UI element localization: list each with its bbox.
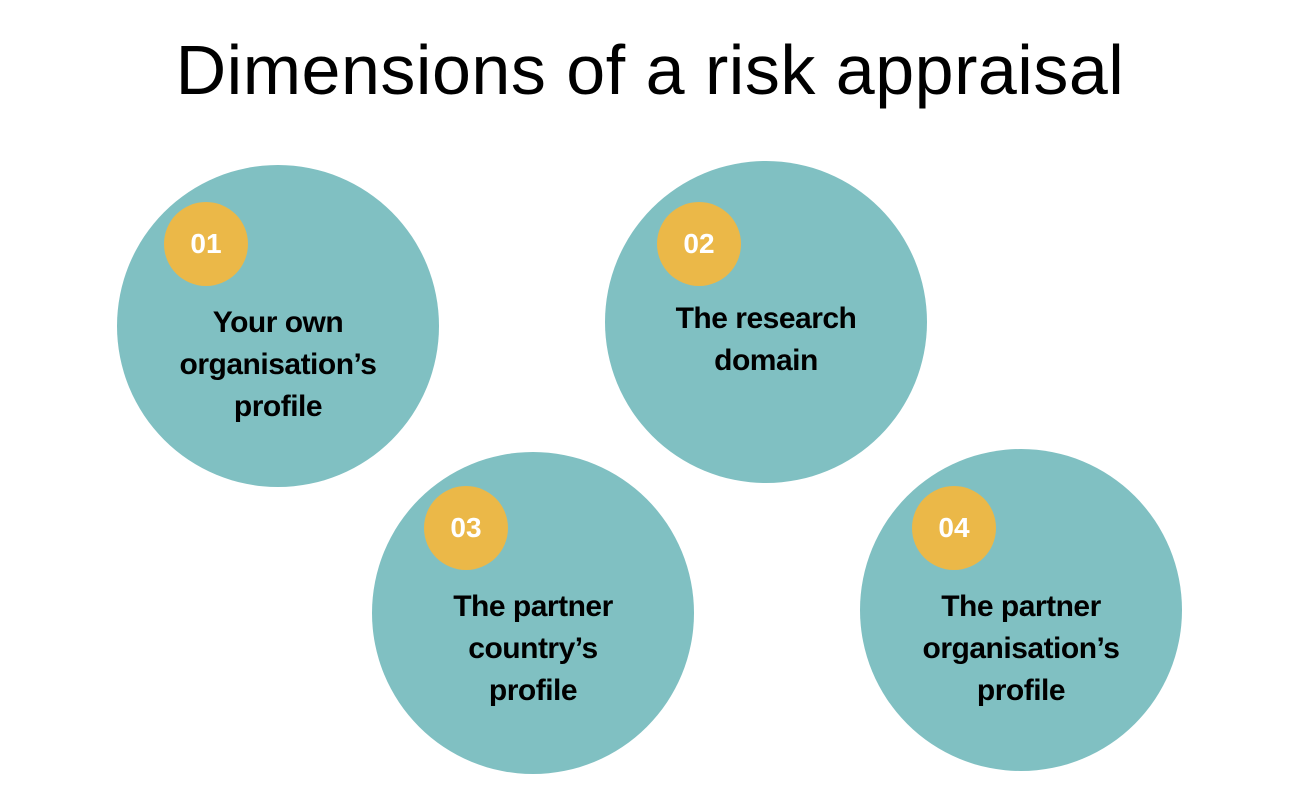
label-line: profile	[233, 390, 323, 423]
dimension-label: The partner organisation’s profile	[860, 586, 1182, 712]
label-line: profile	[488, 674, 578, 707]
dimension-label: The partner country’s profile	[372, 586, 694, 712]
label-line: Your own	[212, 306, 344, 339]
number-badge-1: 01	[164, 202, 248, 286]
label-line: organisation’s	[179, 348, 377, 381]
number-badge-3: 03	[424, 486, 508, 570]
dimension-circle-1: Your own organisation’s profile	[117, 165, 439, 487]
dimension-label: Your own organisation’s profile	[117, 302, 439, 428]
label-line: profile	[976, 674, 1066, 707]
dimension-circle-4: The partner organisation’s profile	[860, 449, 1182, 771]
page-title: Dimensions of a risk appraisal	[175, 31, 1125, 109]
label-line: organisation’s	[922, 632, 1120, 665]
label-line: The partner	[941, 590, 1101, 623]
dimension-circle-3: The partner country’s profile	[372, 452, 694, 774]
dimension-label: The research domain	[605, 298, 927, 382]
number-badge-2: 02	[657, 202, 741, 286]
number-badge-4: 04	[912, 486, 996, 570]
dimension-circle-2: The research domain	[605, 161, 927, 483]
label-line: The partner	[453, 590, 613, 623]
label-line: domain	[714, 344, 818, 377]
label-line: The research	[675, 302, 857, 335]
label-line: country’s	[468, 632, 598, 665]
